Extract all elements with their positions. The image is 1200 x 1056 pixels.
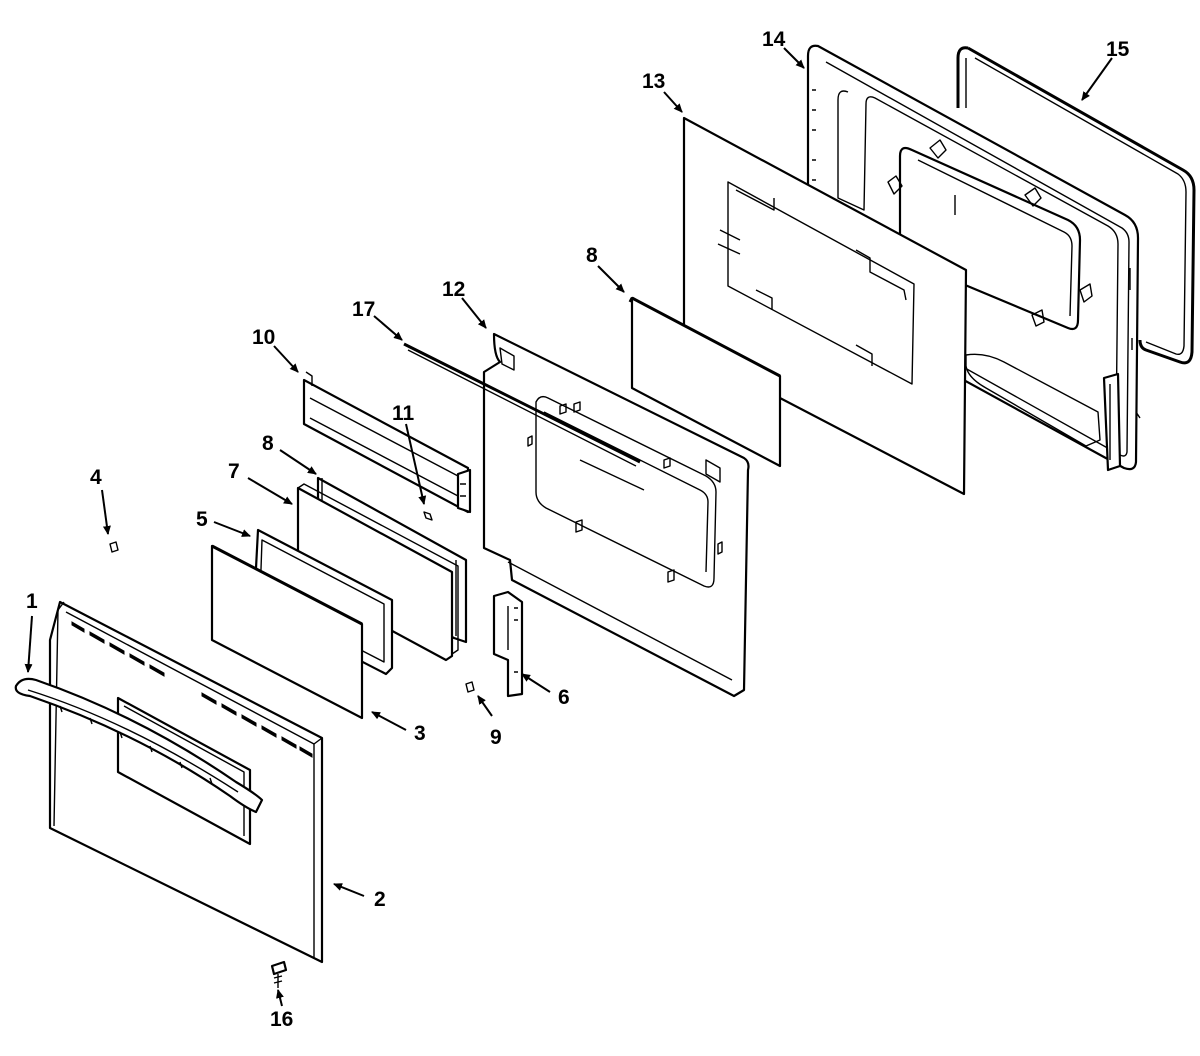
leader-10 xyxy=(273,345,299,373)
leader-8a xyxy=(597,265,625,293)
callout-7: 7 xyxy=(228,460,240,483)
callout-17: 17 xyxy=(352,298,375,321)
leader-11 xyxy=(405,423,427,505)
leader-17 xyxy=(373,315,403,341)
insulation-blanket xyxy=(682,116,968,496)
callout-11: 11 xyxy=(392,402,415,425)
callout-1: 1 xyxy=(26,590,38,613)
outer-glass xyxy=(210,544,364,720)
vent-slots xyxy=(71,621,313,758)
support-rod xyxy=(403,342,641,467)
leader-7 xyxy=(247,477,293,505)
leader-3 xyxy=(371,711,407,731)
glass-bracket xyxy=(302,371,472,514)
door-handle xyxy=(14,677,264,814)
leader-13 xyxy=(663,91,683,113)
leader-15 xyxy=(1081,57,1113,101)
callout-numbers: 1 2 3 4 5 6 7 8 8 9 10 11 12 13 14 15 16… xyxy=(26,28,1130,1031)
leader-6 xyxy=(521,673,551,693)
callout-14: 14 xyxy=(762,28,786,51)
leader-9 xyxy=(477,695,493,717)
callout-6: 6 xyxy=(558,686,570,709)
door-inner-panel xyxy=(482,332,750,698)
callout-10: 10 xyxy=(252,326,275,349)
leader-1 xyxy=(24,615,33,673)
inner-door-liner xyxy=(806,44,1141,472)
callout-5: 5 xyxy=(196,508,208,531)
leader-5 xyxy=(213,521,251,537)
screw-9 xyxy=(465,681,475,693)
leader-12 xyxy=(461,297,487,329)
window-glass-upper xyxy=(628,296,782,468)
leader-2 xyxy=(333,883,365,897)
screw-11 xyxy=(423,511,433,521)
hinge-channel xyxy=(492,590,524,698)
leader-14 xyxy=(783,47,805,69)
callout-2: 2 xyxy=(374,888,386,911)
screw-16 xyxy=(270,960,288,988)
screw-4 xyxy=(109,541,119,553)
callout-8-upper: 8 xyxy=(586,244,598,267)
leader-16 xyxy=(276,989,284,1007)
callout-15: 15 xyxy=(1106,38,1130,61)
callout-12: 12 xyxy=(442,278,465,301)
callout-13: 13 xyxy=(642,70,665,93)
leader-lines xyxy=(24,47,1113,1007)
leader-4 xyxy=(101,489,111,535)
callout-9: 9 xyxy=(490,726,502,749)
door-gasket xyxy=(956,46,1196,365)
callout-8-lower: 8 xyxy=(262,432,274,455)
callout-4: 4 xyxy=(90,466,102,489)
leader-8b xyxy=(279,449,317,475)
callout-3: 3 xyxy=(414,722,426,745)
callout-16: 16 xyxy=(270,1008,293,1031)
